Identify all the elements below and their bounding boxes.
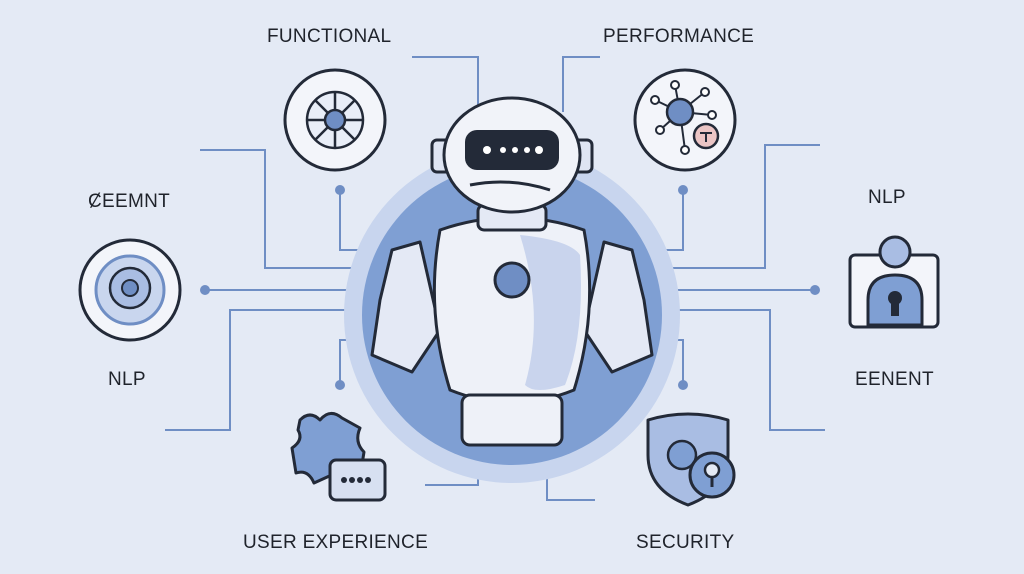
puzzle-chat-icon: [290, 412, 387, 502]
robot-illustration: [344, 96, 680, 483]
gear-icon: [283, 68, 387, 172]
user-lock-icon: [848, 235, 940, 329]
label-left-bottom: NLP: [108, 369, 146, 390]
target-gear-icon: [78, 238, 182, 342]
label-security: SECURITY: [636, 532, 734, 553]
label-right-bottom: EENENT: [855, 369, 934, 390]
label-functional: FUNCTIONAL: [267, 26, 391, 47]
label-user-experience: USER EXPERIENCE: [243, 532, 428, 553]
label-left-top: ȻEEMNT: [88, 191, 170, 212]
shield-key-icon: [646, 412, 736, 507]
label-performance: PERFORMANCE: [603, 26, 754, 47]
network-node-icon: [633, 68, 737, 172]
label-right-top: NLP: [868, 187, 906, 208]
